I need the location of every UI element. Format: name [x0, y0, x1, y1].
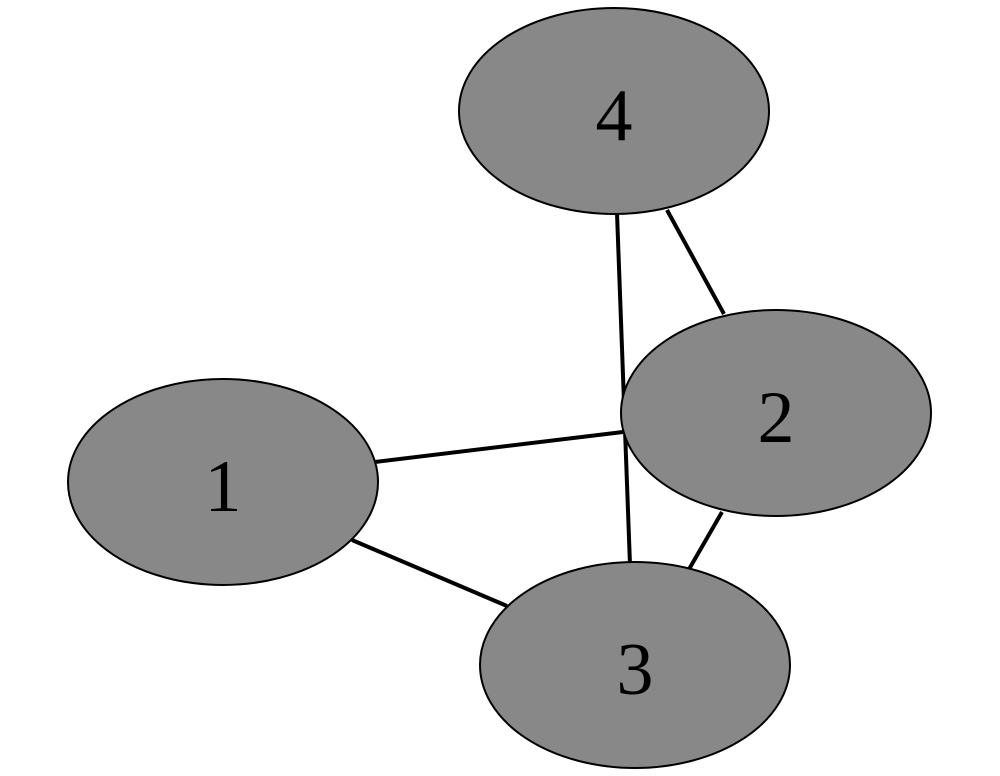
edge-3-4: [615, 212, 632, 566]
node-3-label: 3: [617, 629, 654, 711]
node-1-shape: [67, 378, 379, 586]
node-4-label: 4: [596, 75, 633, 157]
edge-1-3: [351, 538, 508, 608]
node-2-label: 2: [758, 377, 795, 459]
node-4-shape: [458, 7, 770, 215]
node-1[interactable]: 1: [67, 378, 379, 586]
nodes-layer: 4 2 1 3: [67, 7, 932, 769]
node-1-label: 1: [205, 446, 242, 528]
node-4[interactable]: 4: [458, 7, 770, 215]
edge-2-4: [665, 209, 726, 315]
node-3[interactable]: 3: [479, 561, 791, 769]
edges-layer: [351, 209, 726, 608]
node-2-shape: [620, 309, 932, 517]
edge-1-2: [374, 430, 624, 464]
node-3-shape: [479, 561, 791, 769]
node-2[interactable]: 2: [620, 309, 932, 517]
edge-2-3: [686, 511, 724, 572]
